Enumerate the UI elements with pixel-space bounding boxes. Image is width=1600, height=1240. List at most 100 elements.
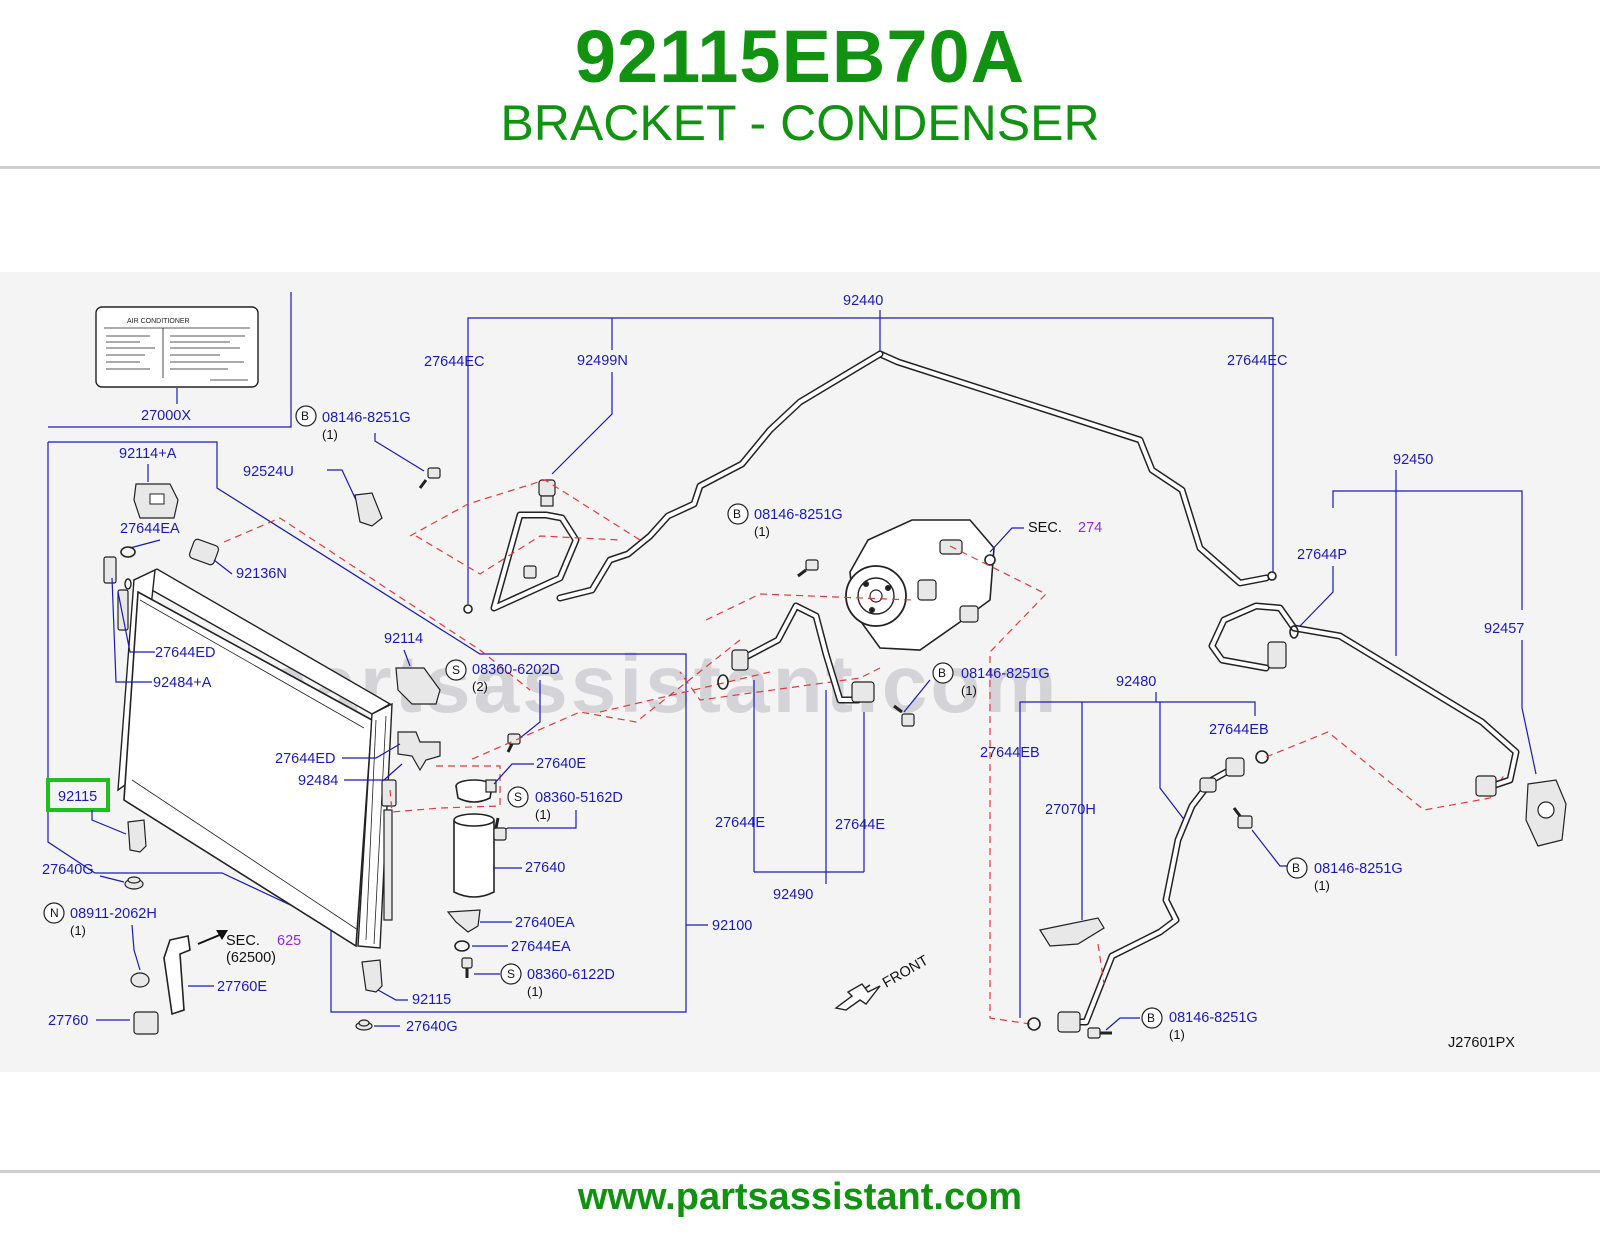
label-27000X: 27000X xyxy=(141,408,191,424)
label-27644ED-left: 27644ED xyxy=(155,645,215,661)
label-92136N: 92136N xyxy=(236,566,287,582)
bracket-92114A-icon xyxy=(133,483,179,519)
footer-url-link[interactable]: www.partsassistant.com xyxy=(577,1176,1023,1218)
label-27644E-right: 27644E xyxy=(835,817,885,833)
qty-08146-b: (1) xyxy=(754,524,770,539)
callout-S-1: S xyxy=(452,663,460,677)
callout-B-1: B xyxy=(301,409,309,423)
bolt-icon xyxy=(893,704,915,727)
bracket-27760E-icon xyxy=(163,935,191,1016)
callout-S-3: S xyxy=(507,967,515,981)
qty-08146-c: (1) xyxy=(961,683,977,698)
label-sec-625: SEC. xyxy=(226,933,260,949)
label-92490: 92490 xyxy=(773,887,813,903)
label-92499N: 92499N xyxy=(577,353,628,369)
label-92440: 92440 xyxy=(843,293,883,309)
receiver-drier-27640-icon xyxy=(453,779,497,898)
bracket-27640EA-icon xyxy=(446,909,481,933)
label-92450: 92450 xyxy=(1393,452,1433,468)
label-27644EB-left: 27644EB xyxy=(980,745,1040,761)
label-08911-2062H: 08911-2062H xyxy=(70,906,157,922)
bolt-icon xyxy=(461,957,473,978)
fitting-icon xyxy=(1267,641,1497,797)
nut-icon xyxy=(130,972,150,988)
label-sign-title: AIR CONDITIONER xyxy=(127,318,190,325)
ac-label-sign: AIR CONDITIONER xyxy=(95,306,259,388)
valve-block-icon xyxy=(1525,779,1567,847)
label-27644EA-bottom: 27644EA xyxy=(511,939,571,955)
bracket-92115-lower-icon xyxy=(361,959,383,993)
label-27644P: 27644P xyxy=(1297,547,1347,563)
label-08146-8251G-e: 08146-8251G xyxy=(1169,1010,1258,1026)
callout-N: N xyxy=(50,906,59,920)
label-08360-6202D: 08360-6202D xyxy=(472,662,560,678)
label-92524U: 92524U xyxy=(243,464,294,480)
label-27644E-left: 27644E xyxy=(715,815,765,831)
bolt-icon xyxy=(493,817,507,841)
qty-08146-a: (1) xyxy=(322,427,338,442)
grommet-icon xyxy=(124,876,144,890)
bolt-icon xyxy=(797,559,819,578)
label-92484A: 92484+A xyxy=(153,675,212,691)
label-92114A: 92114+A xyxy=(119,446,177,462)
label-27644EA-top: 27644EA xyxy=(120,521,180,537)
highlight-92115[interactable] xyxy=(46,778,110,812)
label-62500: (62500) xyxy=(226,950,276,966)
grommet-icon xyxy=(355,1019,373,1031)
part-name: BRACKET - CONDENSER xyxy=(500,95,1100,151)
label-92480: 92480 xyxy=(1116,674,1156,690)
label-92484: 92484 xyxy=(298,773,338,789)
front-arrow-icon xyxy=(834,983,881,1011)
label-27640G-top: 27640G xyxy=(42,862,94,878)
part-number: 92115EB70A xyxy=(574,15,1026,98)
qty-08360-6122D: (1) xyxy=(527,984,543,999)
qty-08360-5162D: (1) xyxy=(535,807,551,822)
label-92115-highlighted[interactable]: 92115 xyxy=(58,789,97,805)
label-27640E: 27640E xyxy=(536,756,586,772)
bracket-92114-icon xyxy=(395,667,441,705)
label-27640EA: 27640EA xyxy=(515,915,575,931)
label-08360-6122D: 08360-6122D xyxy=(527,967,615,983)
bracket-27760-icon xyxy=(133,1011,159,1035)
fitting-icon xyxy=(731,649,875,703)
header: 92115EB70A BRACKET - CONDENSER xyxy=(0,0,1600,168)
fitting-icon xyxy=(1057,757,1245,1033)
label-27644ED-right: 27644ED xyxy=(275,751,335,767)
bolt-icon xyxy=(418,467,441,489)
label-08146-8251G-d: 08146-8251G xyxy=(1314,861,1403,877)
label-92115: 92115 xyxy=(412,992,451,1008)
qty-08146-d: (1) xyxy=(1314,878,1330,893)
sensor-92136N-icon xyxy=(188,538,220,566)
condenser-core xyxy=(103,556,441,949)
callout-B-5: B xyxy=(1147,1011,1155,1025)
bolt-icon xyxy=(1087,1027,1112,1039)
label-08146-8251G-b: 08146-8251G xyxy=(754,507,843,523)
label-27644EC-left: 27644EC xyxy=(424,354,484,370)
bracket-92115-upper-icon xyxy=(127,819,147,853)
parts-diagram: partsassistant.com AIR CONDITIONER 27000… xyxy=(0,272,1600,1072)
label-27760: 27760 xyxy=(48,1013,88,1029)
label-274: 274 xyxy=(1078,520,1102,536)
label-27640: 27640 xyxy=(525,860,565,876)
label-08146-8251G-a: 08146-8251G xyxy=(322,410,411,426)
label-sec-274: SEC. xyxy=(1028,520,1062,536)
label-08360-5162D: 08360-5162D xyxy=(535,790,623,806)
callout-S-2: S xyxy=(514,790,522,804)
bolt-icon xyxy=(1232,807,1253,829)
label-08146-8251G-c: 08146-8251G xyxy=(961,666,1050,682)
qty-08146-e: (1) xyxy=(1169,1027,1185,1042)
callout-B-2: B xyxy=(733,507,741,521)
label-27070H: 27070H xyxy=(1045,802,1096,818)
compressor-icon xyxy=(845,519,996,651)
qty-08360-6202D: (2) xyxy=(472,679,488,694)
clamp-27070H-icon xyxy=(1039,917,1105,947)
label-92100: 92100 xyxy=(712,918,752,934)
label-27760E: 27760E xyxy=(217,979,267,995)
callout-B-4: B xyxy=(1292,861,1300,875)
label-27644EC-right: 27644EC xyxy=(1227,353,1287,369)
label-625: 625 xyxy=(277,933,301,949)
label-92114: 92114 xyxy=(384,631,423,647)
label-27640G-bottom: 27640G xyxy=(406,1019,458,1035)
diagram-code: J27601PX xyxy=(1448,1035,1515,1051)
label-92457: 92457 xyxy=(1484,621,1524,637)
